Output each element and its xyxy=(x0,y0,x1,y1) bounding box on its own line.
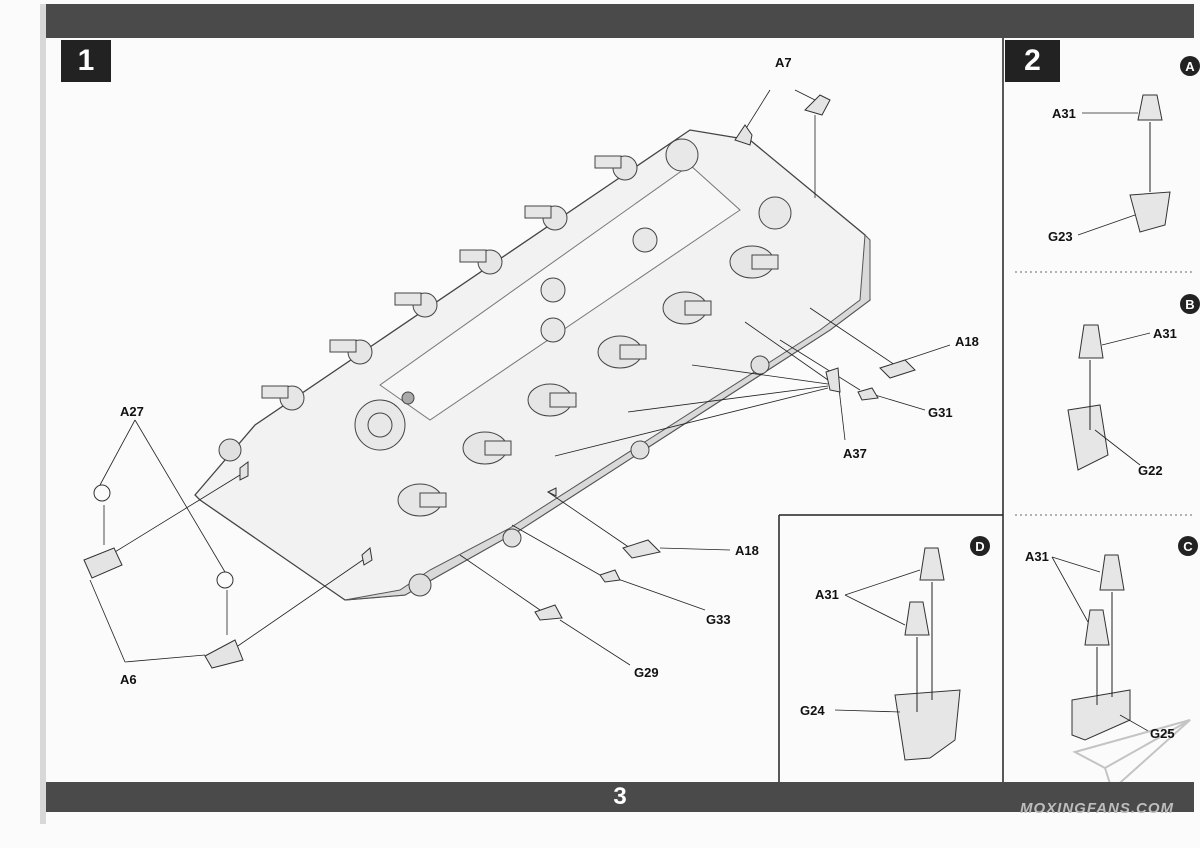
callout-g33: G33 xyxy=(706,612,731,627)
callout-a31-sub-d: A31 xyxy=(815,587,839,602)
callout-g25: G25 xyxy=(1150,726,1175,741)
callout-a31-sub-b: A31 xyxy=(1153,326,1177,341)
hull-deck xyxy=(194,129,871,601)
panel-frames xyxy=(778,38,1195,782)
callout-a7: A7 xyxy=(775,55,792,70)
step1-parts xyxy=(83,94,916,669)
callout-a6: A6 xyxy=(120,672,137,687)
step1-leaders xyxy=(89,89,951,666)
sub-step-a-marker: A xyxy=(1180,56,1200,76)
step-2-marker: 2 xyxy=(1005,40,1060,82)
footer-band: 3 xyxy=(46,782,1194,812)
watermark-text: MOXINGFANS.COM xyxy=(1020,800,1175,817)
callout-g23: G23 xyxy=(1048,229,1073,244)
callout-g31: G31 xyxy=(928,405,953,420)
step2-parts xyxy=(894,94,1171,761)
header-band xyxy=(46,4,1194,38)
suspension-arms-near xyxy=(397,245,779,517)
sub-step-b-marker: B xyxy=(1180,294,1200,314)
sub-step-c-marker: C xyxy=(1178,536,1198,556)
callout-a31-sub-c: A31 xyxy=(1025,549,1049,564)
binding-edge xyxy=(40,4,46,824)
step2-leaders xyxy=(834,112,1151,733)
callout-g29: G29 xyxy=(634,665,659,680)
suspension-arms-far xyxy=(261,155,638,411)
callout-a27: A27 xyxy=(120,404,144,419)
callout-a37: A37 xyxy=(843,446,867,461)
callout-a31-sub-a: A31 xyxy=(1052,106,1076,121)
callout-g22: G22 xyxy=(1138,463,1163,478)
callout-a18-lower: A18 xyxy=(735,543,759,558)
step-1-marker: 1 xyxy=(61,40,111,82)
page-number: 3 xyxy=(613,783,627,810)
callout-g24: G24 xyxy=(800,703,825,718)
callout-a18-upper: A18 xyxy=(955,334,979,349)
sub-step-d-marker: D xyxy=(970,536,990,556)
